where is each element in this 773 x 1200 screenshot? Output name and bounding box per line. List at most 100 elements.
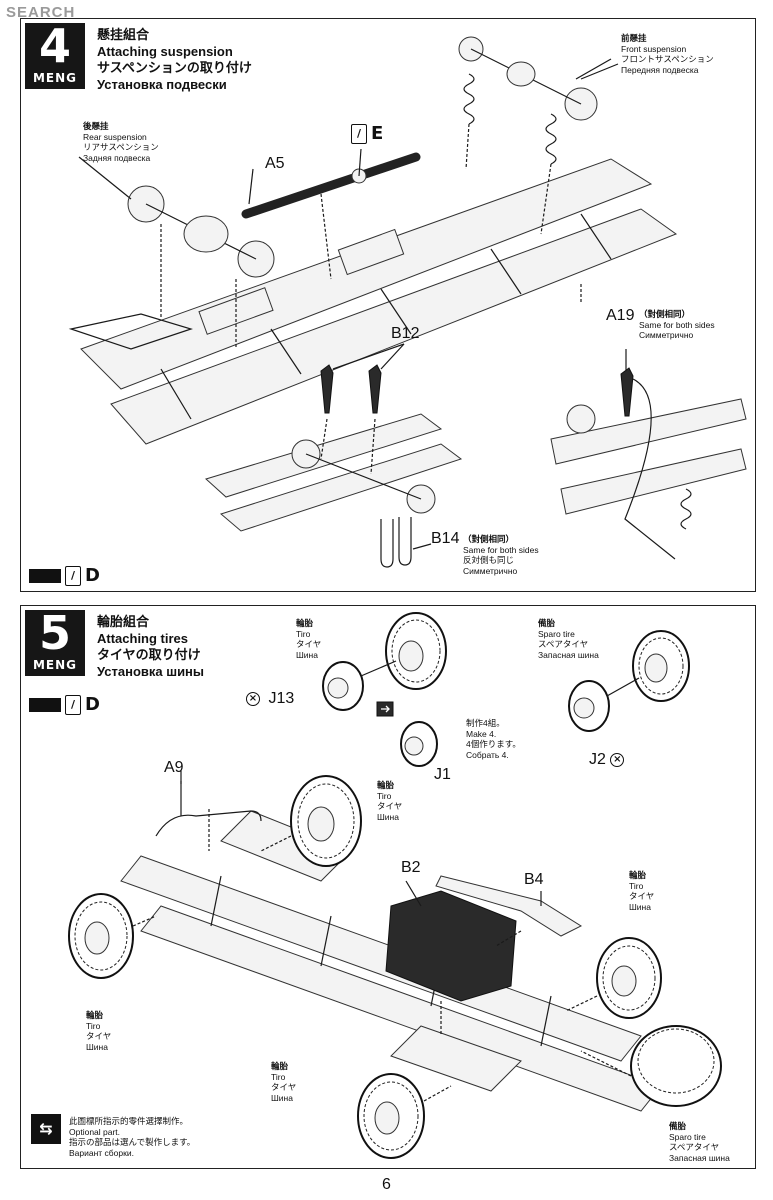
tire-b-ja: タイヤ: [271, 1082, 297, 1092]
page-number: 6: [382, 1176, 391, 1193]
brush-icon: /: [351, 123, 367, 144]
tire-l-ja: タイヤ: [86, 1031, 112, 1041]
front-zh: 前懸挂: [621, 33, 647, 43]
paint-swatch-black: [29, 697, 61, 712]
step4-title-zh: 懸挂組合: [97, 27, 150, 42]
front-en: Front suspension: [621, 43, 687, 54]
step5-title-ru: Установка шины: [97, 663, 205, 679]
spare-b-en: Sparo tire: [669, 1131, 706, 1142]
step4-badge: 4 MENG: [25, 19, 85, 89]
spare-b-ru: Запасная шина: [669, 1152, 730, 1163]
tire-b-ru: Шина: [271, 1092, 293, 1103]
step4-illustration: [68, 36, 747, 568]
inset-front-detail: [550, 284, 747, 560]
step5-title-en: Attaching tires: [97, 630, 189, 646]
part-label-b14: B14: [431, 530, 460, 547]
paint-swatch-black: [29, 568, 61, 583]
step5-titles: 輪胎組合 Attaching tires タイヤの取り付け Установка …: [97, 614, 204, 680]
step5-panel: 5 MENG 輪胎組合 Attaching tires タイヤの取り付け Уст…: [20, 605, 756, 1169]
running-boards-b2-b4: [385, 875, 583, 1036]
j2-label-group: J2 ×: [589, 751, 625, 769]
optional-zh: 此圖標所指示的零件選擇制作。: [69, 1116, 189, 1126]
step5-title-ja: タイヤの取り付け: [97, 647, 201, 662]
part-label-a19: A19: [606, 307, 635, 324]
b14-zh: （對側相同）: [463, 534, 515, 544]
rear-zh: 後懸挂: [83, 121, 109, 131]
tire-callout-left: 輪胎 Tiro タイヤ Шина: [86, 1010, 111, 1052]
spare-top-zh: 備胎: [538, 618, 556, 628]
paint-code-e: E: [371, 123, 384, 144]
tire-r-ru: Шина: [629, 901, 651, 912]
part-label-j13: J13: [268, 690, 295, 707]
tire-l-en: Tiro: [86, 1020, 101, 1031]
step5-title-zh: 輪胎組合: [97, 614, 150, 629]
front-ru: Передняя подвеска: [621, 64, 699, 75]
step5-paint-d: / D: [29, 694, 100, 715]
part-label-b12: B12: [391, 325, 420, 342]
a19-en: Same for both sides: [639, 319, 715, 330]
watermark: SEARCH: [6, 4, 75, 21]
no-glue-icon: ×: [246, 691, 260, 706]
tire-rt-ru: Шина: [377, 811, 399, 822]
step4-panel: 4 MENG 懸挂組合 Attaching suspension サスペンション…: [20, 18, 756, 592]
no-glue-icon: ×: [610, 752, 625, 767]
tire-callout-bottom: 輪胎 Tiro タイヤ Шина: [271, 1061, 296, 1103]
b14-en: Same for both sides: [463, 544, 539, 555]
tire-rt-en: Tiro: [377, 790, 392, 801]
front-ja: フロントサスペンション: [621, 54, 714, 64]
step4-titles: 懸挂組合 Attaching suspension サスペンションの取り付け У…: [97, 27, 252, 93]
b14-same-both-sides: （對側相同） Same for both sides 反対側も同じ Симмет…: [463, 534, 539, 576]
tire-r-en: Tiro: [629, 880, 644, 891]
tire-rt-ja: タイヤ: [377, 801, 403, 811]
step5-number: 5: [38, 606, 71, 660]
paint-code-d: D: [85, 694, 100, 715]
brush-icon: /: [65, 694, 81, 715]
optional-en: Optional part.: [69, 1126, 121, 1137]
a19-zh: （對側相同）: [639, 309, 691, 319]
tire-l-zh: 輪胎: [86, 1010, 104, 1020]
brush-icon: /: [65, 565, 81, 586]
step4-title-ja: サスペンションの取り付け: [97, 60, 252, 75]
tire-rt-zh: 輪胎: [377, 780, 395, 790]
b14-ja: 反対側も同じ: [463, 555, 515, 565]
j13-label-group: × J13: [246, 690, 294, 708]
part-label-a5: A5: [265, 155, 285, 172]
paint-code-d: D: [85, 565, 100, 586]
spare-callout-bottom: 備胎 Sparo tire スペアタイヤ Запасная шина: [669, 1121, 730, 1163]
rear-ja: リアサスペンション: [83, 142, 159, 152]
rear-suspension-callout: 後懸挂 Rear suspension リアサスペンション Задняя под…: [83, 121, 159, 163]
tire-top-ja: タイヤ: [296, 639, 322, 649]
spare-b-ja: スペアタイヤ: [669, 1142, 720, 1152]
make4-note: 制作4組。 Make 4. 4個作ります。 Собрать 4.: [466, 718, 521, 760]
rear-en: Rear suspension: [83, 131, 147, 142]
tire-callout-top: 輪胎 Tiro タイヤ Шина: [296, 618, 321, 660]
front-suspension-callout: 前懸挂 Front suspension フロントサスペンション Передня…: [621, 33, 714, 75]
tire-l-ru: Шина: [86, 1041, 108, 1052]
front-suspension-assembly: [458, 36, 612, 235]
tire-top-zh: 輪胎: [296, 618, 314, 628]
tire-b-zh: 輪胎: [271, 1061, 289, 1071]
spare-b-zh: 備胎: [669, 1121, 687, 1131]
part-label-j2: J2: [589, 751, 606, 768]
make4-ja: 4個作ります。: [466, 739, 521, 749]
tire-assembly-diagram: [322, 612, 447, 767]
rear-ru: Задняя подвеска: [83, 152, 151, 163]
tire-r-ja: タイヤ: [629, 891, 655, 901]
step4-paint-d: / D: [29, 565, 100, 586]
make4-en: Make 4.: [466, 728, 497, 739]
watermark-brand-b: SEARCH: [6, 4, 76, 21]
make4-zh: 制作4組。: [466, 718, 505, 728]
tire-callout-right: 輪胎 Tiro タイヤ Шина: [629, 870, 654, 912]
spare-callout-top: 備胎 Sparo tire スペアタイヤ Запасная шина: [538, 618, 599, 660]
part-label-b2: B2: [401, 859, 421, 876]
inset-rear-detail: [205, 343, 463, 568]
b14-ru: Симметрично: [463, 565, 518, 576]
spare-top-ja: スペアタイヤ: [538, 639, 589, 649]
spare-top-en: Sparo tire: [538, 628, 575, 639]
a19-same-both-sides: （對側相同） Same for both sides Симметрично: [639, 309, 715, 341]
step4-paint-e: / E: [351, 123, 383, 144]
a19-ru: Симметрично: [639, 330, 694, 340]
tire-top-ru: Шина: [296, 649, 318, 660]
spare-top-ru: Запасная шина: [538, 649, 599, 660]
step4-brand-logo: MENG: [32, 71, 78, 85]
